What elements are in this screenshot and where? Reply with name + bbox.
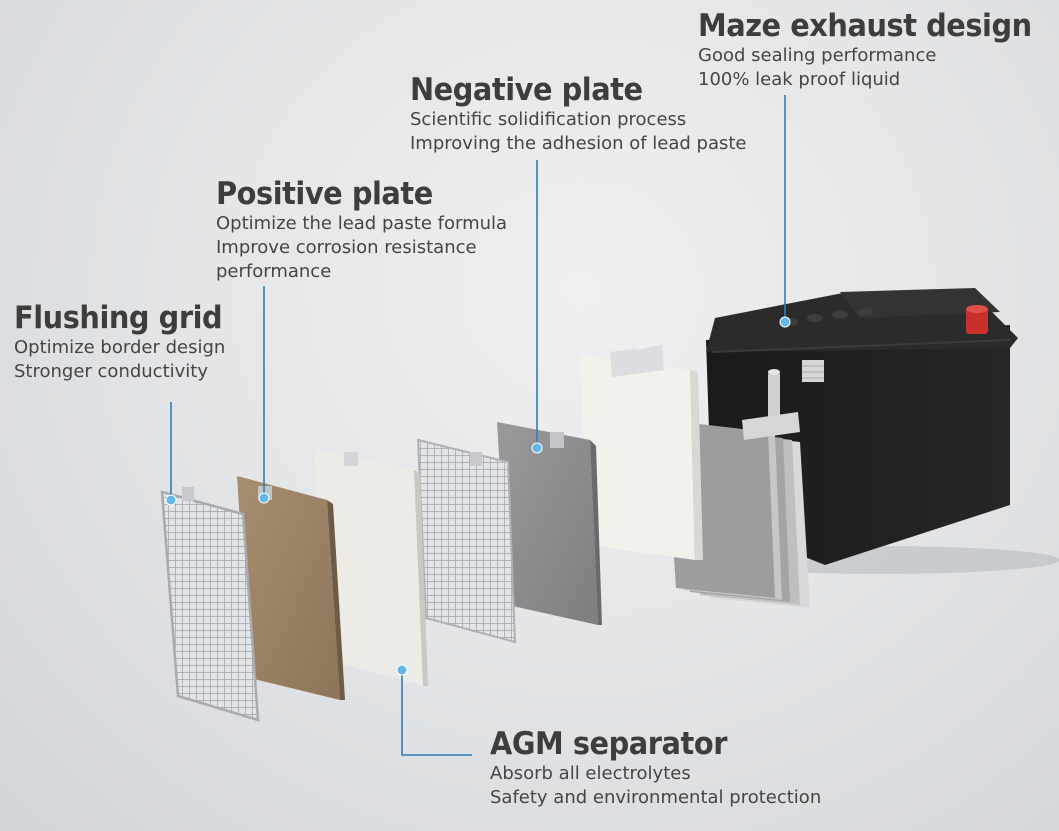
callout-line: Optimize border design (14, 337, 226, 358)
callout-line: Improve corrosion resistance (216, 237, 477, 258)
callout-negative-plate: Negative plate Scientific solidification… (410, 72, 747, 156)
grid-plate-2 (416, 438, 517, 644)
negative-terminal (802, 360, 824, 382)
leader-dots (165, 316, 791, 676)
positive-terminal (966, 305, 988, 334)
separator-panel (580, 332, 703, 560)
callout-line: 100% leak proof liquid (698, 69, 901, 90)
callout-line: Stronger conductivity (14, 361, 209, 382)
callout-title: AGM separator (490, 726, 727, 762)
callout-line: Optimize the lead paste formula (216, 213, 508, 234)
vent-caps (782, 308, 873, 326)
negative-plate (497, 422, 602, 625)
callout-title: Flushing grid (14, 300, 223, 336)
leader-agm (401, 670, 472, 756)
callout-line: performance (216, 261, 332, 282)
callout-line: Good sealing performance (698, 45, 937, 66)
callout-positive-plate: Positive plate Optimize the lead paste f… (216, 176, 507, 284)
callout-title: Maze exhaust design (698, 8, 1032, 44)
callout-line: Improving the adhesion of lead paste (410, 133, 747, 154)
leader-lines (170, 95, 786, 756)
flushing-grid-plate (160, 487, 260, 722)
callout-line: Absorb all electrolytes (490, 763, 691, 784)
callout-title: Negative plate (410, 72, 643, 108)
callout-line: Scientific solidification process (410, 109, 687, 130)
callout-line: Safety and environmental protection (490, 787, 822, 808)
callout-agm-separator: AGM separator Absorb all electrolytes Sa… (490, 726, 821, 810)
callout-flushing-grid: Flushing grid Optimize border design Str… (14, 300, 238, 384)
callout-maze-exhaust: Maze exhaust design Good sealing perform… (698, 8, 1057, 92)
callout-title: Positive plate (216, 176, 433, 212)
agm-separator-plate (314, 450, 428, 686)
